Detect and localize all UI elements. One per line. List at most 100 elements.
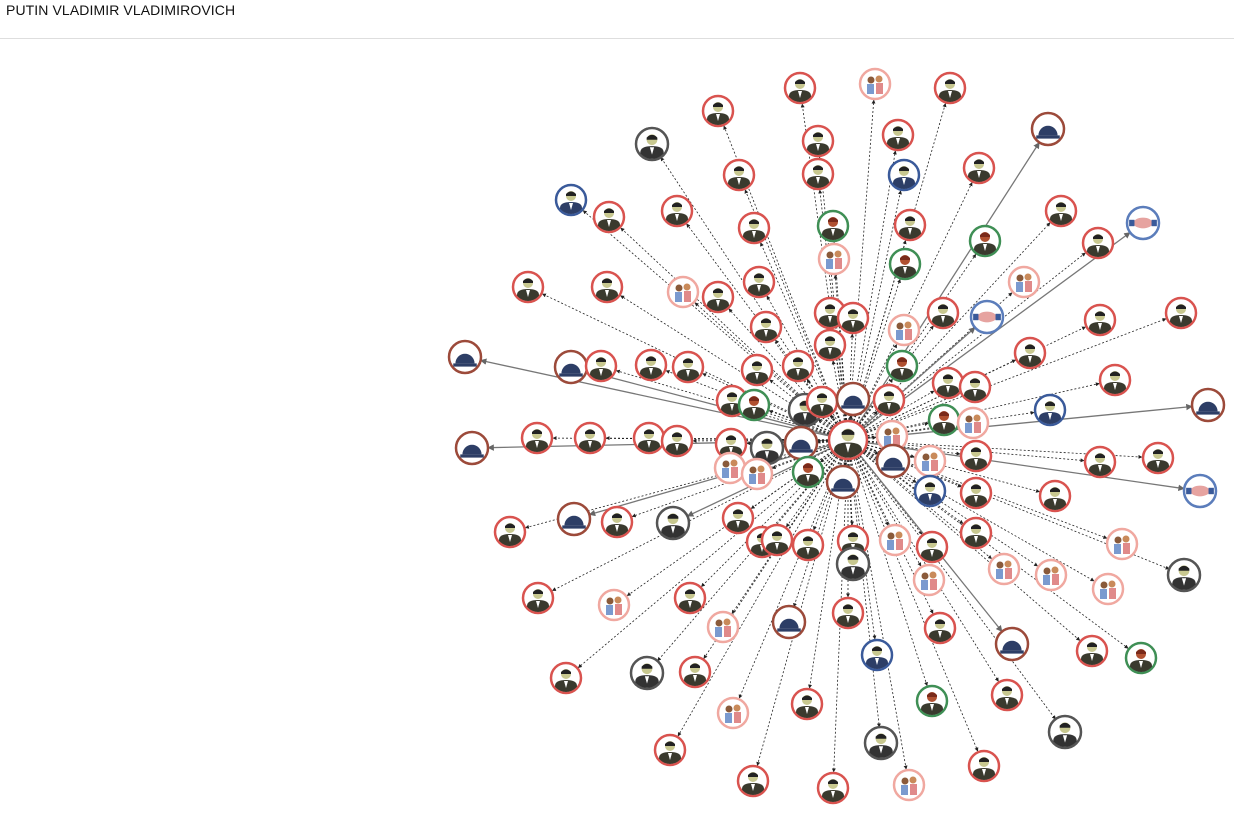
female-node[interactable] bbox=[968, 224, 1002, 258]
person-node[interactable] bbox=[573, 421, 607, 455]
family-node[interactable] bbox=[956, 406, 990, 440]
person-node[interactable] bbox=[813, 328, 847, 362]
organization-node[interactable] bbox=[835, 381, 871, 417]
foreign-node[interactable] bbox=[860, 638, 894, 672]
foreign-node[interactable] bbox=[1033, 393, 1067, 427]
person-node[interactable] bbox=[926, 296, 960, 330]
female-node[interactable] bbox=[915, 684, 949, 718]
person-node[interactable] bbox=[881, 118, 915, 152]
person-node[interactable] bbox=[959, 516, 993, 550]
organization-node[interactable] bbox=[783, 425, 819, 461]
person-node[interactable] bbox=[653, 733, 687, 767]
inactive-node[interactable] bbox=[655, 505, 691, 541]
person-node[interactable] bbox=[740, 353, 774, 387]
family-node[interactable] bbox=[1034, 558, 1068, 592]
person-node[interactable] bbox=[915, 530, 949, 564]
female-node[interactable] bbox=[885, 349, 919, 383]
person-node[interactable] bbox=[632, 421, 666, 455]
family-node[interactable] bbox=[892, 768, 926, 802]
family-node[interactable] bbox=[706, 610, 740, 644]
person-node[interactable] bbox=[673, 581, 707, 615]
person-node[interactable] bbox=[737, 211, 771, 245]
person-node[interactable] bbox=[549, 661, 583, 695]
female-node[interactable] bbox=[816, 209, 850, 243]
person-node[interactable] bbox=[671, 350, 705, 384]
organization-node[interactable] bbox=[553, 349, 589, 385]
person-node[interactable] bbox=[1083, 445, 1117, 479]
person-node[interactable] bbox=[749, 310, 783, 344]
family-node[interactable] bbox=[716, 696, 750, 730]
person-node[interactable] bbox=[493, 515, 527, 549]
person-node[interactable] bbox=[872, 383, 906, 417]
partnership-node[interactable] bbox=[1125, 205, 1161, 241]
family-node[interactable] bbox=[912, 563, 946, 597]
family-node[interactable] bbox=[817, 242, 851, 276]
person-node[interactable] bbox=[1044, 194, 1078, 228]
family-node[interactable] bbox=[1091, 572, 1125, 606]
person-node[interactable] bbox=[959, 476, 993, 510]
family-node[interactable] bbox=[713, 451, 747, 485]
family-node[interactable] bbox=[1007, 265, 1041, 299]
person-node[interactable] bbox=[790, 687, 824, 721]
female-node[interactable] bbox=[737, 388, 771, 422]
organization-node[interactable] bbox=[447, 339, 483, 375]
organization-node[interactable] bbox=[1190, 387, 1226, 423]
person-node[interactable] bbox=[1083, 303, 1117, 337]
family-node[interactable] bbox=[878, 523, 912, 557]
person-node[interactable] bbox=[584, 349, 618, 383]
inactive-node[interactable] bbox=[835, 546, 871, 582]
person-node[interactable] bbox=[634, 348, 668, 382]
inactive-node[interactable] bbox=[1047, 714, 1083, 750]
person-node[interactable] bbox=[760, 523, 794, 557]
person-node[interactable] bbox=[1141, 441, 1175, 475]
person-node[interactable] bbox=[678, 655, 712, 689]
person-node[interactable] bbox=[592, 200, 626, 234]
family-node[interactable] bbox=[875, 419, 909, 453]
person-node[interactable] bbox=[1038, 479, 1072, 513]
family-node[interactable] bbox=[913, 444, 947, 478]
family-node[interactable] bbox=[887, 313, 921, 347]
person-node[interactable] bbox=[783, 71, 817, 105]
family-node[interactable] bbox=[666, 275, 700, 309]
family-node[interactable] bbox=[740, 457, 774, 491]
organization-node[interactable] bbox=[994, 626, 1030, 662]
person-node[interactable] bbox=[967, 749, 1001, 783]
organization-node[interactable] bbox=[825, 464, 861, 500]
person-node[interactable] bbox=[791, 528, 825, 562]
female-node[interactable] bbox=[791, 455, 825, 489]
person-node[interactable] bbox=[742, 265, 776, 299]
person-node[interactable] bbox=[836, 301, 870, 335]
organization-node[interactable] bbox=[454, 430, 490, 466]
inactive-node[interactable] bbox=[634, 126, 670, 162]
family-node[interactable] bbox=[1105, 527, 1139, 561]
person-node[interactable] bbox=[701, 280, 735, 314]
foreign-node[interactable] bbox=[554, 183, 588, 217]
person-node[interactable] bbox=[1164, 296, 1198, 330]
foreign-node[interactable] bbox=[887, 158, 921, 192]
family-node[interactable] bbox=[597, 588, 631, 622]
person-node[interactable] bbox=[801, 124, 835, 158]
female-node[interactable] bbox=[1124, 641, 1158, 675]
person-node[interactable] bbox=[660, 424, 694, 458]
person-node[interactable] bbox=[990, 678, 1024, 712]
organization-node[interactable] bbox=[875, 443, 911, 479]
person-node[interactable] bbox=[511, 270, 545, 304]
inactive-node[interactable] bbox=[863, 725, 899, 761]
female-node[interactable] bbox=[888, 247, 922, 281]
person-node[interactable] bbox=[959, 439, 993, 473]
person-node[interactable] bbox=[1075, 634, 1109, 668]
center-subject-node[interactable] bbox=[827, 419, 869, 461]
person-node[interactable] bbox=[660, 194, 694, 228]
organization-node[interactable] bbox=[771, 604, 807, 640]
person-node[interactable] bbox=[816, 771, 850, 805]
person-node[interactable] bbox=[721, 501, 755, 535]
person-node[interactable] bbox=[958, 370, 992, 404]
family-node[interactable] bbox=[858, 67, 892, 101]
person-node[interactable] bbox=[933, 71, 967, 105]
inactive-node[interactable] bbox=[1166, 557, 1202, 593]
person-node[interactable] bbox=[701, 94, 735, 128]
person-node[interactable] bbox=[923, 611, 957, 645]
person-node[interactable] bbox=[590, 270, 624, 304]
partnership-node[interactable] bbox=[1182, 473, 1218, 509]
